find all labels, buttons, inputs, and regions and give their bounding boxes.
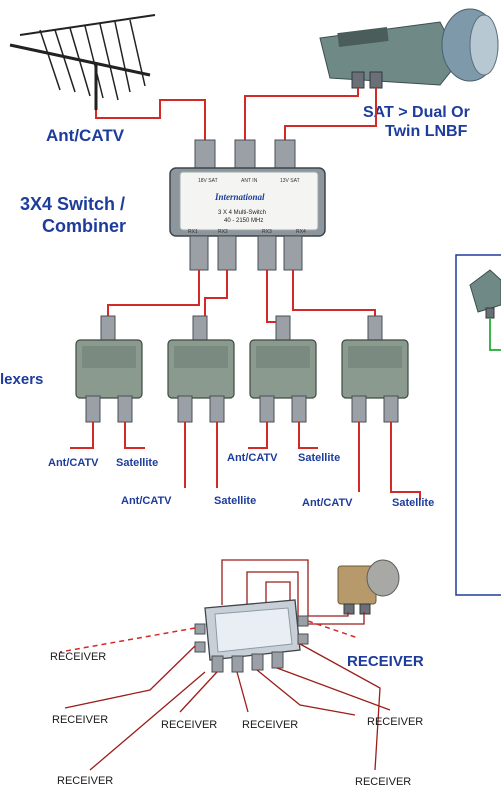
sat-lnbf-label-line2: Twin LNBF — [385, 123, 468, 140]
receiver-cable-6 — [89, 671, 206, 771]
switch-port-rx1: RX1 — [188, 229, 198, 235]
diplexers-label: lexers — [0, 371, 43, 388]
bottom-input-cable-1 — [221, 559, 349, 617]
d2-sat-label: Satellite — [214, 495, 256, 507]
diplexer-3 — [249, 315, 317, 423]
receiver-label-row2-3: RECEIVER — [242, 719, 298, 731]
receiver-label-row2-1: RECEIVER — [52, 714, 108, 726]
bottom-input-cable-2 — [246, 571, 365, 625]
d3-ant-cable — [248, 422, 268, 449]
receiver-label-upper-right: RECEIVER — [347, 653, 424, 670]
d3-sat-cable — [298, 422, 318, 449]
lnbf-dish-feed — [319, 8, 499, 89]
rx1-cable — [107, 270, 200, 318]
switch-frequency: 40 - 2150 MHz — [224, 218, 263, 224]
receiver-label-bottom-right: RECEIVER — [355, 776, 411, 788]
switch-brand: International — [214, 192, 265, 202]
switch-port-rx4: RX4 — [296, 229, 306, 235]
switch-input-ant: ANT IN — [241, 178, 258, 184]
diplexer-4 — [341, 315, 409, 423]
receiver-cable-3 — [236, 671, 249, 713]
lnb-cable-a — [244, 88, 359, 150]
receiver-cable-5 — [276, 667, 391, 711]
rx3-cable — [266, 270, 283, 323]
d1-ant-label: Ant/CATV — [48, 457, 99, 469]
tv-antenna — [9, 14, 156, 110]
lnb-cable-b — [284, 88, 377, 150]
sat-lnbf-label-line1: SAT > Dual Or — [363, 104, 470, 121]
switch-label-line1: 3X4 Switch / — [20, 194, 125, 214]
d3-sat-label: Satellite — [298, 452, 340, 464]
receiver-cable-1 — [64, 645, 196, 709]
receiver-cable-4 — [256, 669, 356, 716]
antenna-cable — [95, 99, 206, 150]
receiver-label-row2-2: RECEIVER — [161, 719, 217, 731]
d4-ant-label: Ant/CATV — [302, 497, 353, 509]
inset-green-cable — [489, 318, 501, 351]
bottom-multiswitch — [194, 599, 309, 673]
switch-model: 3 X 4 Multi-Switch — [218, 210, 266, 216]
d4-sat-cable — [390, 422, 421, 500]
diplexer-1 — [75, 315, 143, 423]
rx2-cable — [200, 270, 228, 319]
d1-ant-cable — [70, 422, 94, 449]
d1-sat-cable — [124, 422, 145, 449]
d1-sat-label: Satellite — [116, 457, 158, 469]
switch-input-13v: 13V SAT — [280, 178, 300, 184]
inset-panel — [455, 254, 501, 596]
rx4-cable — [292, 270, 376, 318]
switch-port-rx2: RX2 — [218, 229, 228, 235]
multiswitch-3x4: 18V SAT ANT IN 13V SAT International 3 X… — [169, 139, 326, 271]
receiver-label-upper-left: RECEIVER — [50, 651, 106, 663]
ant-catv-label: Ant/CATV — [46, 126, 125, 145]
receiver-label-row2-4: RECEIVER — [367, 716, 423, 728]
switch-port-rx3: RX3 — [262, 229, 272, 235]
d2-ant-label: Ant/CATV — [121, 495, 172, 507]
diplexer-2 — [167, 315, 235, 423]
switch-label-line2: Combiner — [42, 216, 126, 236]
receiver-label-bottom-left: RECEIVER — [57, 775, 113, 787]
switch-input-18v: 18V SAT — [198, 178, 218, 184]
dash-cable-left — [59, 627, 196, 653]
d4-sat-label: Satellite — [392, 497, 434, 509]
d3-ant-label: Ant/CATV — [227, 452, 278, 464]
receiver-cable-2 — [179, 671, 218, 713]
receiver-cable-7 — [299, 643, 381, 771]
bottom-lnb — [337, 559, 400, 615]
